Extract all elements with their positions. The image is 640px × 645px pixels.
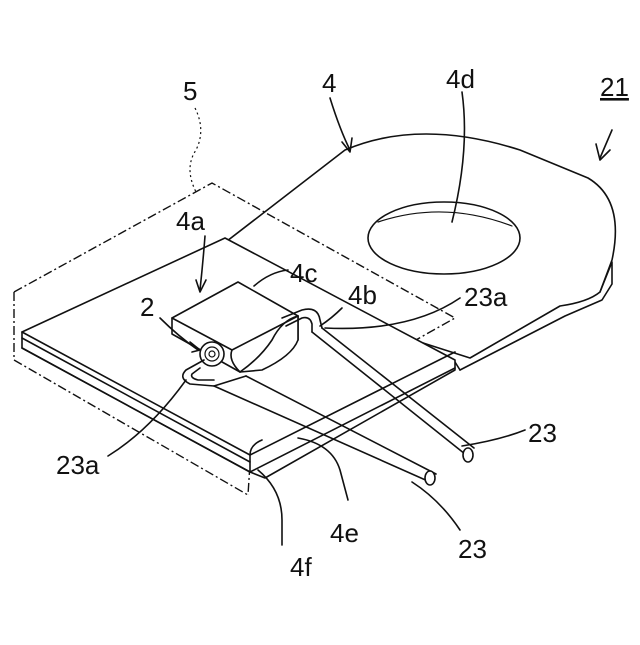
label-23-bottom: 23 xyxy=(458,534,487,564)
label-4b: 4b xyxy=(348,280,377,310)
label-23-right: 23 xyxy=(528,418,557,448)
label-4d: 4d xyxy=(446,64,475,94)
label-23a-left: 23a xyxy=(56,450,100,480)
label-4: 4 xyxy=(322,68,336,98)
label-4c: 4c xyxy=(290,258,317,288)
label-4e: 4e xyxy=(330,518,359,548)
hole-4d xyxy=(368,202,520,274)
label-23a-right: 23a xyxy=(464,282,508,312)
label-2: 2 xyxy=(140,292,154,322)
label-21: 21 xyxy=(600,72,629,102)
label-5: 5 xyxy=(183,76,197,106)
label-4a: 4a xyxy=(176,206,205,236)
label-4f: 4f xyxy=(290,552,312,582)
